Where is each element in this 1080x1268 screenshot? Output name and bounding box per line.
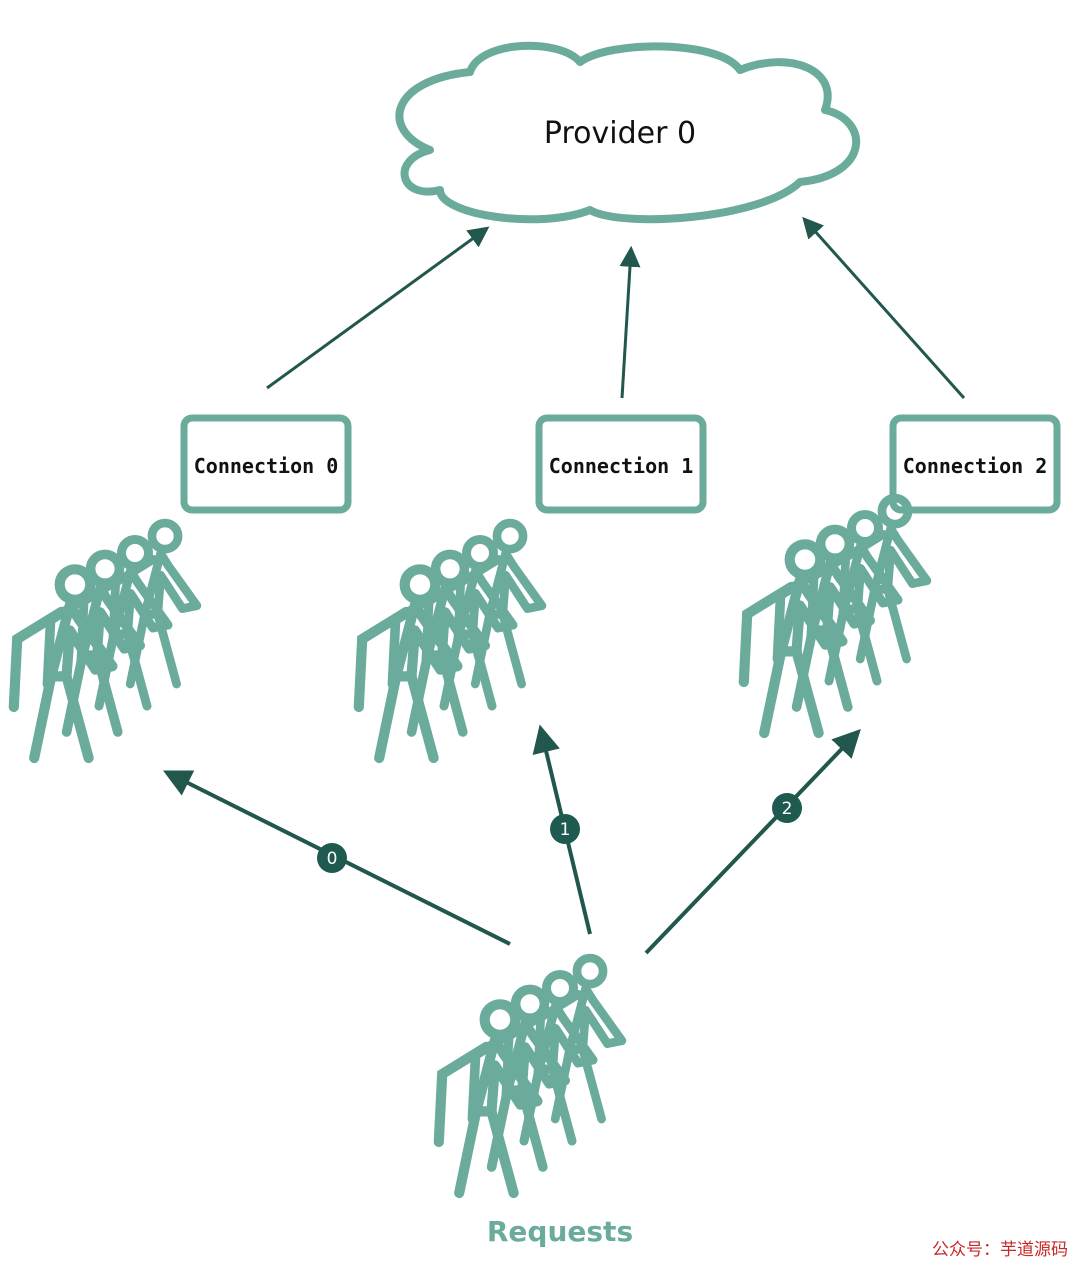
people-requests-icon [439,958,622,1193]
connection-box-2-frame [889,414,1061,514]
connection-box-1: Connection 1 [535,414,707,514]
connection-1-label: Connection 1 [549,454,694,478]
request-arrows [162,724,861,955]
provider-label: Provider 0 [544,116,696,151]
arrow-conn1-provider [619,245,641,399]
route-badge-2-circle [772,793,802,823]
connection-2-label: Connection 2 [903,454,1048,478]
connection-0-label: Connection 0 [194,454,339,478]
route-badge-2-label: 2 [782,799,793,819]
route-badge-0-circle [317,843,347,873]
connection-box-0: Connection 0 [180,414,352,514]
connection-box-0-frame [180,414,352,514]
people-queue-icon-1 [359,523,542,758]
route-badge-0: 0 [317,843,347,873]
connection-box-2: Connection 2 [889,414,1061,514]
route-badge-2: 2 [772,793,802,823]
arrow-conn2-provider [802,216,966,399]
connection-box-1-frame [535,414,707,514]
provider-cloud: Provider 0 [395,41,861,224]
provider-arrows [266,216,966,399]
people-queue-icon-0 [14,523,197,758]
route-badge-0-label: 0 [327,849,338,869]
cloud-shape [395,41,861,224]
requests-label: Requests [487,1215,633,1248]
route-badge-1-label: 1 [560,820,571,840]
arrow-conn0-provider [266,226,490,390]
route-badge-1-circle [550,814,580,844]
people-queue-icon-2 [744,498,927,733]
watermark-text: 公众号：芋道源码 [932,1240,1068,1260]
arrow-requests-queue2 [644,728,861,955]
route-badge-1: 1 [550,814,580,844]
